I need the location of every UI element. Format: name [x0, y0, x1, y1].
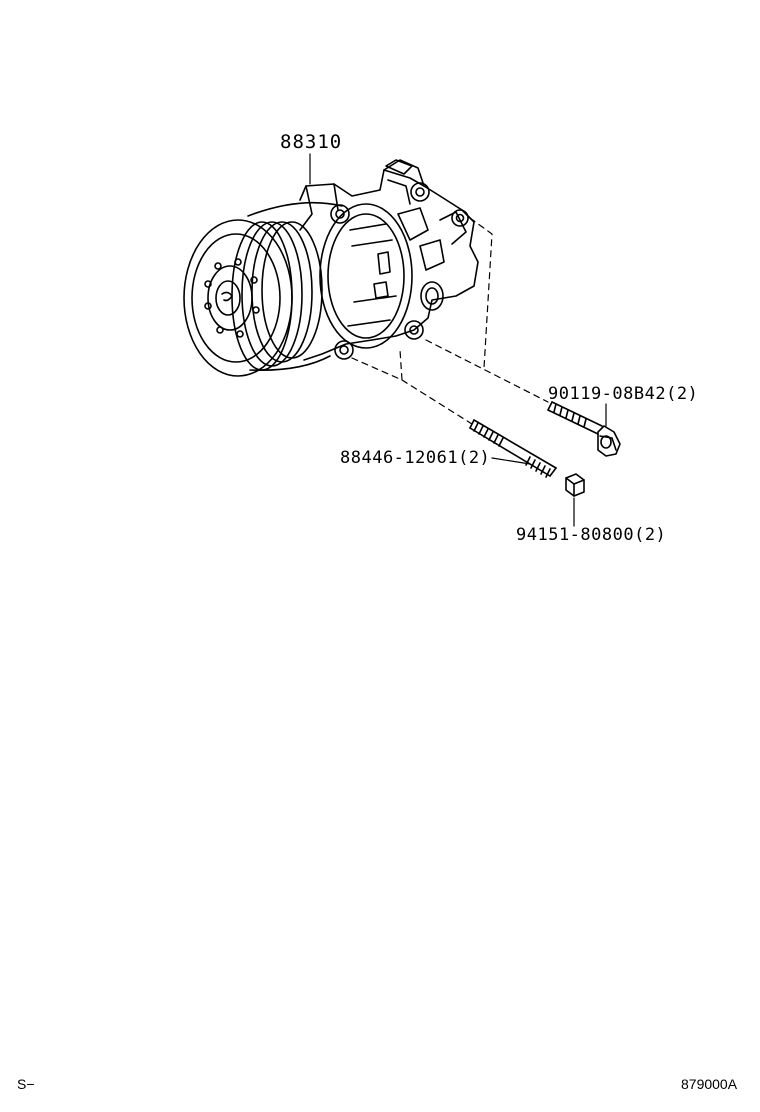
part-label-compressor: 88310 — [280, 131, 343, 153]
leader-lines — [309, 153, 607, 527]
footer-diagram-code: 879000A — [681, 1076, 738, 1092]
part-label-stud: 88446-12061(2) — [340, 448, 491, 468]
bolt-illustration — [547, 401, 621, 457]
footer-left-code: S− — [17, 1076, 35, 1092]
part-label-nut: 94151-80800(2) — [516, 525, 667, 545]
alignment-lines — [351, 217, 549, 425]
nut-illustration — [565, 473, 585, 497]
stud-illustration — [469, 419, 557, 478]
part-label-bolt: 90119-08B42(2) — [548, 384, 699, 404]
ac-compressor-illustration — [183, 159, 479, 377]
